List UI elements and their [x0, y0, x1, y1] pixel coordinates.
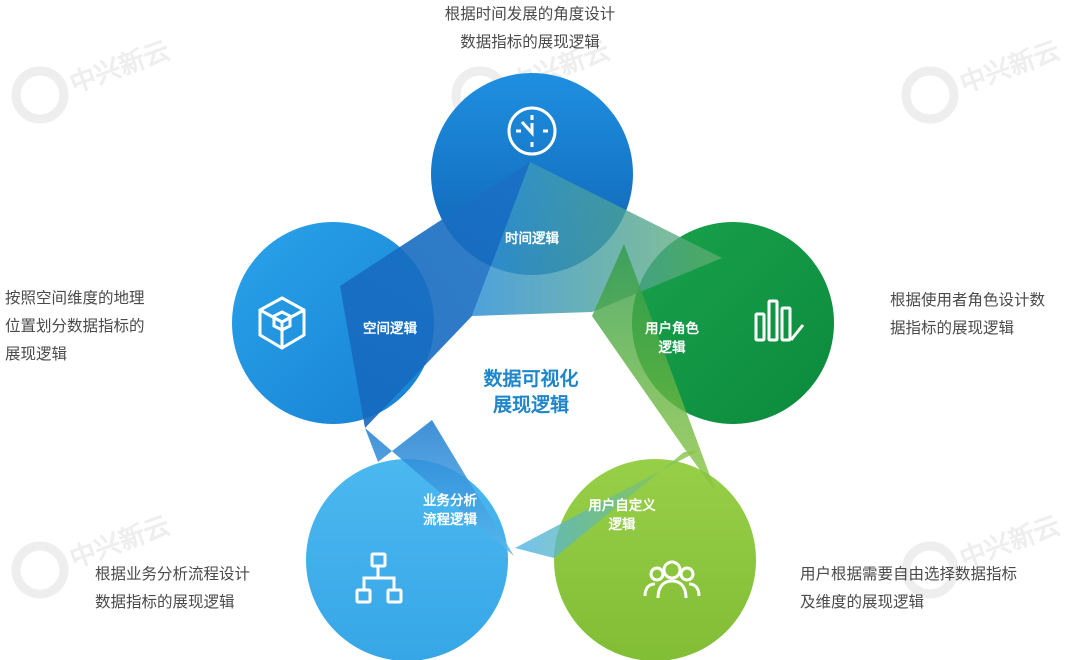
band-space-time: [340, 162, 530, 428]
desc-time-line1: 根据时间发展的角度设计: [444, 5, 616, 23]
space-logic-label: 空间逻辑: [363, 320, 417, 337]
band-time-user: [472, 162, 722, 316]
desc-custom-line1: 用户根据需要自由选择数据指标: [800, 565, 1018, 583]
time-logic-label: 时间逻辑: [505, 230, 559, 247]
process-logic-label: 业务分析: [423, 492, 477, 509]
desc-user: 根据使用者角色设计数 据指标的展现逻辑: [890, 286, 1045, 342]
desc-space-line3: 展现逻辑: [5, 345, 68, 363]
desc-process-line2: 数据指标的展现逻辑: [95, 593, 235, 611]
band-user-custom: [592, 244, 716, 492]
watermark-text: 中兴新云: [956, 35, 1064, 100]
center-title-line2: 展现逻辑: [493, 393, 569, 416]
chart-pen-icon: [754, 299, 805, 342]
watermark-logo-icon: 中兴新云: [901, 35, 1064, 124]
desc-custom: 用户根据需要自由选择数据指标 及维度的展现逻辑: [800, 560, 1017, 616]
clock-icon: [507, 106, 557, 156]
center-title-line1: 数据可视化: [483, 367, 578, 390]
process-logic-label-line2: 流程逻辑: [423, 511, 477, 528]
desc-space: 按照空间维度的地理 位置划分数据指标的 展现逻辑: [5, 284, 145, 368]
circle-custom: [554, 459, 756, 660]
desc-space-line1: 按照空间维度的地理: [5, 289, 145, 307]
watermark-logo-icon: 中兴新云: [11, 35, 174, 124]
desc-time: 根据时间发展的角度设计 数据指标的展现逻辑: [430, 0, 630, 56]
custom-logic-label: 用户自定义: [588, 497, 656, 514]
desc-user-line2: 据指标的展现逻辑: [890, 319, 1015, 337]
desc-time-line2: 数据指标的展现逻辑: [460, 33, 600, 51]
circle-process: [306, 459, 508, 660]
custom-logic-label-line2: 逻辑: [609, 516, 637, 533]
users-icon: [643, 560, 701, 599]
desc-space-line2: 位置划分数据指标的: [5, 317, 145, 335]
desc-process-line1: 根据业务分析流程设计: [95, 565, 251, 583]
band-custom-process: [515, 450, 700, 558]
watermark-text: 中兴新云: [66, 35, 174, 100]
desc-process: 根据业务分析流程设计 数据指标的展现逻辑: [95, 560, 250, 616]
flowchart-icon: [355, 552, 403, 604]
user-role-logic-label-line2: 逻辑: [659, 339, 687, 356]
cube-icon: [258, 296, 306, 350]
desc-custom-line2: 及维度的展现逻辑: [800, 593, 925, 611]
band-process-space: [365, 420, 514, 556]
user-role-logic-label: 用户角色: [645, 320, 699, 337]
desc-user-line1: 根据使用者角色设计数: [890, 291, 1046, 309]
